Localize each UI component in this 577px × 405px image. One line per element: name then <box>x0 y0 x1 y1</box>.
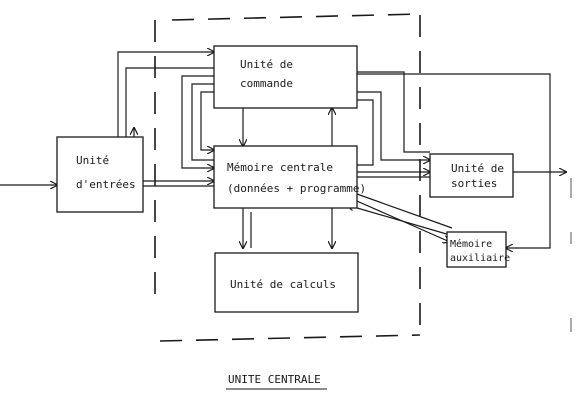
auxiliary-memory-label-1: Mémoire <box>450 238 492 250</box>
output-unit-label-1: Unité de <box>451 162 504 175</box>
input-unit-label-2: d'entrées <box>76 178 136 191</box>
output-unit-box: Unité de sorties <box>429 153 514 198</box>
arithmetic-unit-box: Unité de calculs <box>214 252 359 313</box>
main-memory-box: Mémoire centrale (données + programme) <box>213 145 366 209</box>
central-unit-boundary <box>154 13 421 342</box>
input-unit-label-1: Unité <box>76 154 109 167</box>
output-unit-label-2: sorties <box>451 177 497 190</box>
main-memory-label-2: (données + programme) <box>227 182 366 195</box>
caption: UNITE CENTRALE <box>226 373 327 390</box>
input-unit-box: Unité d'entrées <box>56 136 144 213</box>
connectors <box>0 52 566 248</box>
control-unit-box: Unité de commande <box>213 45 358 109</box>
main-memory-label-1: Mémoire centrale <box>227 161 333 174</box>
auxiliary-memory-label-2: auxiliaire <box>450 253 510 264</box>
control-unit-label-2: commande <box>240 77 293 90</box>
auxiliary-memory-box: Mémoire auxiliaire <box>446 231 510 268</box>
caption-text: UNITE CENTRALE <box>228 373 321 386</box>
control-unit-label-1: Unité de <box>240 58 293 71</box>
arithmetic-unit-label: Unité de calculs <box>230 278 336 291</box>
